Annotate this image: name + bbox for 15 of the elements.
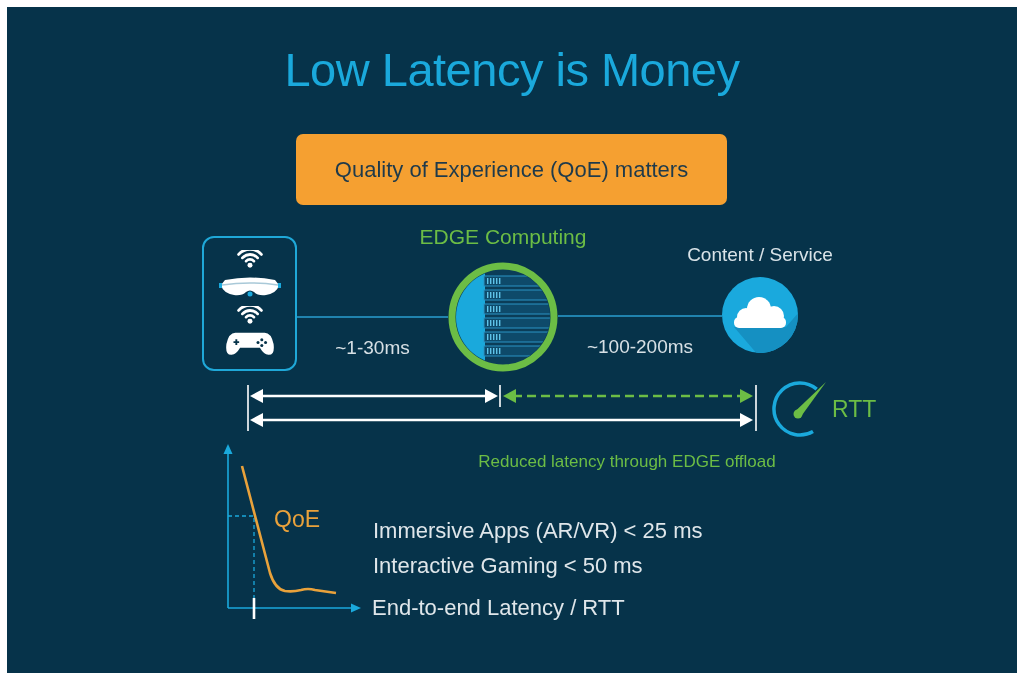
device-box: [202, 236, 297, 371]
curve-label: QoE: [274, 506, 321, 534]
slide-title: Low Latency is Money: [283, 42, 741, 98]
node-heading: EDGE Computing: [419, 224, 587, 250]
latency-label: ~1-30ms: [335, 337, 410, 360]
latency-label: ~100-200ms: [586, 336, 694, 359]
axis-label: End-to-end Latency / RTT: [372, 595, 625, 622]
rtt-label: RTT: [832, 396, 877, 424]
requirement-text: Interactive Gaming < 50 ms: [373, 553, 643, 580]
connector-line: [557, 315, 723, 317]
offload-caption: Reduced latency through EDGE offload: [478, 452, 776, 473]
highlight-banner: Quality of Experience (QoE) matters: [296, 134, 727, 205]
node-heading: Content / Service: [687, 243, 833, 267]
requirement-text: Immersive Apps (AR/VR) < 25 ms: [373, 518, 703, 545]
connector-line: [296, 316, 449, 318]
